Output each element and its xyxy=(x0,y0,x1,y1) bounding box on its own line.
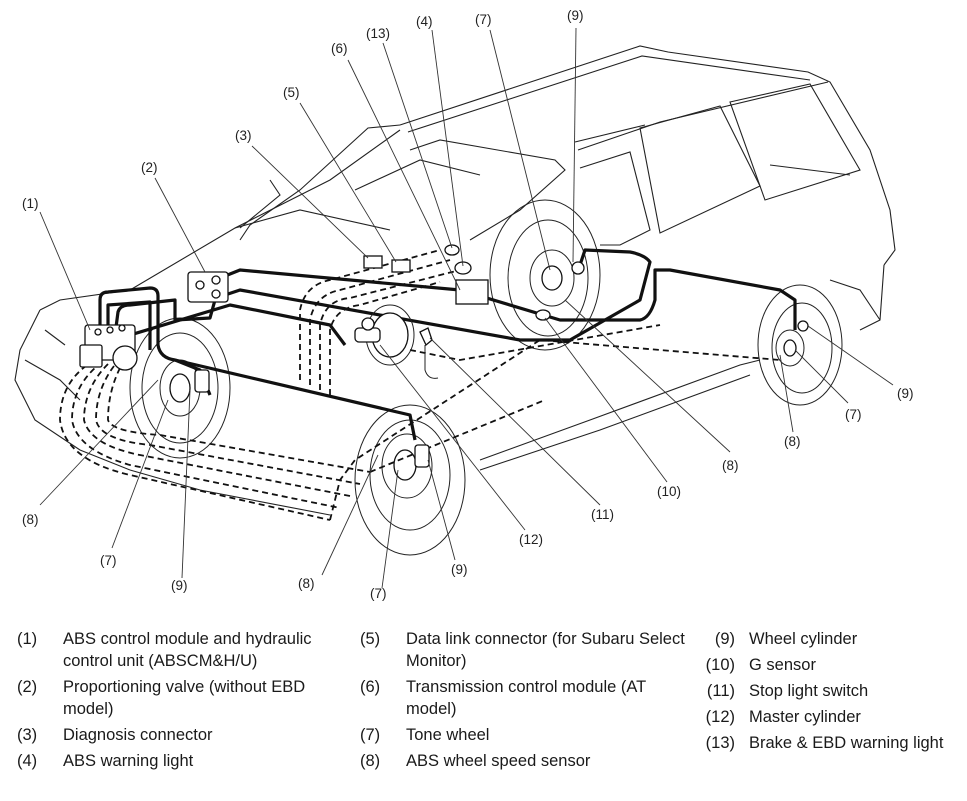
vehicle-body-outline xyxy=(14,45,896,516)
legend-item-text: ABS control module and hydraulic control… xyxy=(63,630,312,670)
legend-item-number: (1) xyxy=(17,630,38,648)
legend-item: (7) Tone wheel xyxy=(360,724,686,746)
legend-item: (11) Stop light switch xyxy=(697,680,967,702)
legend-item: (10) G sensor xyxy=(697,654,967,676)
legend-item-number: (12) xyxy=(705,708,735,726)
callout-4: (4) xyxy=(416,14,433,29)
callout-13: (13) xyxy=(366,26,390,41)
master-cylinder xyxy=(354,304,415,366)
diagnosis-connector xyxy=(363,255,383,269)
callout-7-top: (7) xyxy=(475,12,492,27)
legend-item-number: (6) xyxy=(360,678,381,696)
callout-7-rear-right: (7) xyxy=(845,407,862,422)
callout-9-front-right: (9) xyxy=(451,562,468,577)
legend-item-number: (7) xyxy=(360,726,381,744)
callout-7-front-right: (7) xyxy=(370,586,387,601)
legend-item-number: (2) xyxy=(17,678,38,696)
leader-lines xyxy=(39,27,894,589)
legend-item: (12) Master cylinder xyxy=(697,706,967,728)
legend-item-text: G sensor xyxy=(749,656,816,674)
legend-item-number: (9) xyxy=(714,630,735,648)
legend-item-text: Proportioning valve (without EBD model) xyxy=(63,678,306,718)
legend-column-3: (9) Wheel cylinder (10) G sensor (11) St… xyxy=(697,628,967,758)
legend-column-2: (5) Data link connector (for Subaru Sele… xyxy=(360,628,686,776)
brake-ebd-warning-light xyxy=(444,244,460,256)
callout-8-front-left: (8) xyxy=(22,512,39,527)
legend-item-text: Stop light switch xyxy=(749,682,869,700)
legend-item: (3) Diagnosis connector xyxy=(17,724,343,746)
callout-7-front-left: (7) xyxy=(100,553,117,568)
legend: (1) ABS control module and hydraulic con… xyxy=(0,620,967,801)
wheel-cylinder-rear-left xyxy=(571,261,585,275)
legend-item: (4) ABS warning light xyxy=(17,750,343,772)
legend-item: (6) Transmission control module (AT mode… xyxy=(360,676,686,720)
legend-item-number: (8) xyxy=(360,752,381,770)
data-link-connector xyxy=(391,259,411,273)
callout-6: (6) xyxy=(331,41,348,56)
legend-item-text: Diagnosis connector xyxy=(63,726,213,744)
callout-9-rear-right: (9) xyxy=(897,386,914,401)
legend-item-text: Data link connector (for Subaru Select M… xyxy=(406,630,685,670)
abs-control-module xyxy=(79,324,138,371)
legend-item-text: Transmission control module (AT model) xyxy=(406,678,646,718)
wheel-cylinder-front-right xyxy=(414,444,430,468)
callout-10: (10) xyxy=(657,484,681,499)
legend-item: (8) ABS wheel speed sensor xyxy=(360,750,686,772)
legend-item-number: (11) xyxy=(706,682,735,700)
callout-3: (3) xyxy=(235,128,252,143)
legend-item-text: Tone wheel xyxy=(406,726,490,744)
legend-item-number: (13) xyxy=(705,734,735,752)
callout-1: (1) xyxy=(22,196,39,211)
legend-item-text: ABS warning light xyxy=(63,752,194,770)
legend-item-number: (3) xyxy=(17,726,38,744)
legend-column-1: (1) ABS control module and hydraulic con… xyxy=(17,628,343,776)
callout-5: (5) xyxy=(283,85,300,100)
legend-item-text: Wheel cylinder xyxy=(749,630,858,648)
wheel-rear-left xyxy=(489,199,601,351)
legend-item-text: Brake & EBD warning light xyxy=(749,734,944,752)
wheel-rear-right xyxy=(757,284,843,406)
legend-item-text: ABS wheel speed sensor xyxy=(406,752,591,770)
callout-2: (2) xyxy=(141,160,158,175)
callout-9-front-left: (9) xyxy=(171,578,188,593)
brake-system-diagram: (1) (2) (3) (5) (6) (13) (4) (7) (9) (8)… xyxy=(14,8,914,601)
callout-11: (11) xyxy=(591,507,614,522)
callout-12: (12) xyxy=(519,532,543,547)
wheel-front-right xyxy=(354,404,466,556)
wheel-front-left xyxy=(129,317,231,459)
callout-8-rear-left: (8) xyxy=(722,458,739,473)
wheel-cylinder-front-left xyxy=(194,369,210,393)
proportioning-valve xyxy=(187,271,229,303)
legend-item: (13) Brake & EBD warning light xyxy=(697,732,967,754)
callout-labels: (1) (2) (3) (5) (6) (13) (4) (7) (9) (8)… xyxy=(22,8,914,601)
callout-8-front-right: (8) xyxy=(298,576,315,591)
callout-8-rear-right: (8) xyxy=(784,434,801,449)
callout-9-top: (9) xyxy=(567,8,584,23)
wheel-cylinder-rear-right xyxy=(797,320,809,332)
legend-item: (5) Data link connector (for Subaru Sele… xyxy=(360,628,686,672)
g-sensor xyxy=(535,309,551,321)
legend-item: (9) Wheel cylinder xyxy=(697,628,967,650)
legend-item-text: Master cylinder xyxy=(749,708,861,726)
transmission-control-module xyxy=(455,279,489,305)
legend-item-number: (10) xyxy=(705,656,735,674)
legend-item-number: (5) xyxy=(360,630,381,648)
legend-item-number: (4) xyxy=(17,752,38,770)
legend-item: (2) Proportioning valve (without EBD mod… xyxy=(17,676,343,720)
legend-item: (1) ABS control module and hydraulic con… xyxy=(17,628,343,672)
abs-warning-light xyxy=(454,261,472,275)
wiring-harness xyxy=(59,249,781,521)
